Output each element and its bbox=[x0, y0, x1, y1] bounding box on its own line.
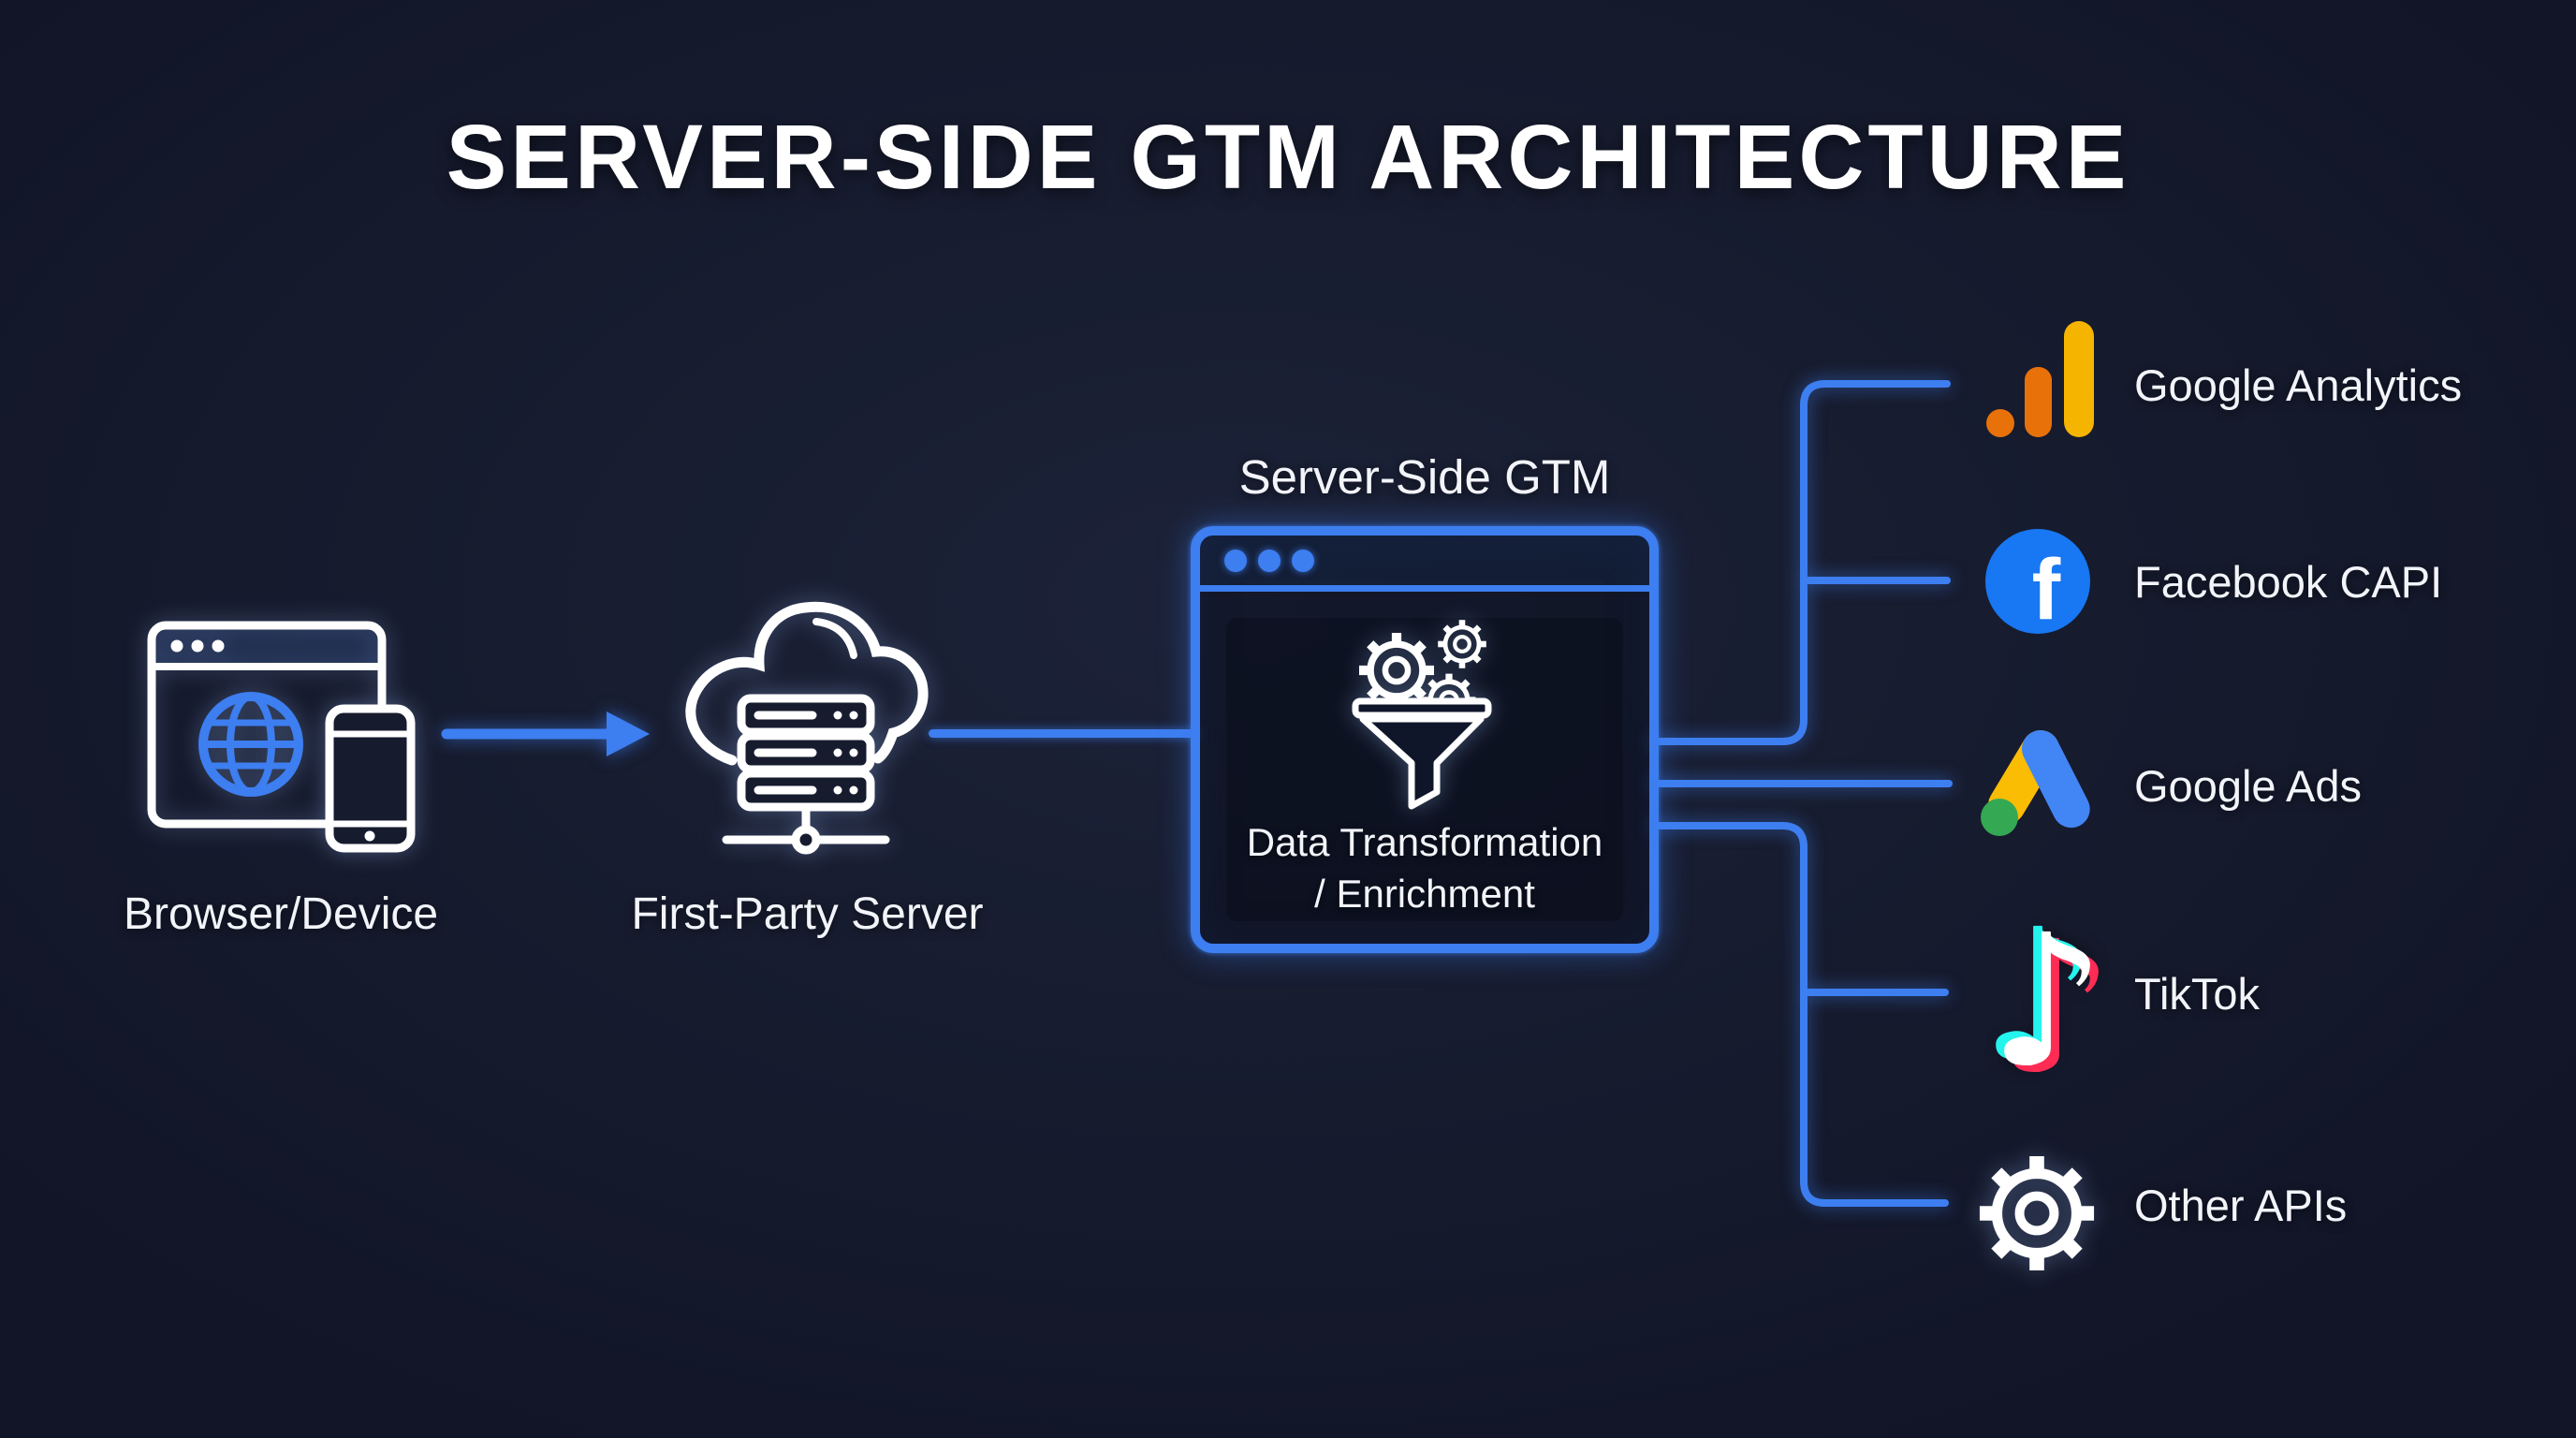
destination-label: TikTok bbox=[2134, 969, 2261, 1019]
gtm-description: Data Transformation / Enrichment bbox=[1200, 816, 1649, 919]
window-dot-icon bbox=[1258, 549, 1281, 572]
window-dot-icon bbox=[1292, 549, 1314, 572]
globe-icon bbox=[198, 692, 303, 797]
funnel-gears-icon bbox=[1352, 590, 1492, 810]
destination-label: Facebook CAPI bbox=[2134, 557, 2443, 607]
server-rack-icon bbox=[722, 694, 890, 855]
flow-arrow-icon bbox=[441, 712, 650, 756]
first-party-server-label: First-Party Server bbox=[631, 889, 984, 939]
server-to-gtm-line bbox=[929, 729, 1200, 738]
facebook-f-glyph: f bbox=[2032, 542, 2061, 638]
destination-label: Google Analytics bbox=[2134, 360, 2463, 410]
gtm-title: Server-Side GTM bbox=[1238, 450, 1611, 504]
first-party-server-icon bbox=[685, 601, 929, 855]
window-dot-icon bbox=[1224, 549, 1247, 572]
tiktok-icon: ♪ bbox=[1988, 895, 2106, 1108]
destination-label: Google Ads bbox=[2134, 761, 2363, 811]
gtm-description-line1: Data Transformation bbox=[1246, 820, 1603, 864]
connectors-tree bbox=[1651, 380, 1953, 1207]
page-title: SERVER-SIDE GTM ARCHITECTURE bbox=[446, 106, 2130, 208]
google-ads-icon bbox=[1981, 730, 2090, 836]
funnel-icon bbox=[1352, 697, 1492, 810]
gtm-window-frame: Data Transformation / Enrichment bbox=[1191, 526, 1659, 953]
connector-other-apis bbox=[1651, 822, 1949, 1207]
browser-device-label: Browser/Device bbox=[123, 889, 439, 939]
cloud-icon bbox=[685, 601, 929, 766]
smartphone-icon bbox=[325, 704, 416, 853]
connector-google-analytics bbox=[1651, 380, 1951, 745]
gear-icon bbox=[1962, 1138, 2112, 1288]
gtm-description-line2: / Enrichment bbox=[1314, 872, 1535, 916]
gtm-window-header bbox=[1200, 536, 1649, 592]
facebook-icon: f bbox=[1985, 529, 2090, 638]
google-analytics-icon bbox=[1986, 321, 2094, 437]
browser-device-icon bbox=[147, 621, 416, 853]
destination-label: Other APIs bbox=[2134, 1181, 2348, 1230]
